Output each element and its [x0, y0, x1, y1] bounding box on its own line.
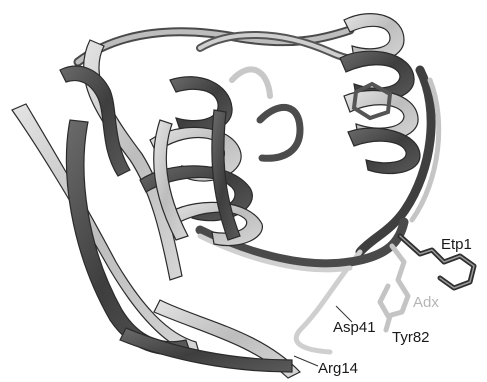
- label-arg14: Arg14: [318, 360, 358, 377]
- beta-sheet-left: [12, 40, 300, 378]
- label-asp41: Asp41: [333, 319, 376, 336]
- label-tyr82: Tyr82: [392, 329, 430, 346]
- ligand-adx: [380, 246, 408, 330]
- label-adx: Adx: [413, 294, 439, 311]
- right-helix: [340, 14, 420, 174]
- label-leader-lines: [294, 306, 352, 366]
- label-etp1: Etp1: [441, 236, 472, 253]
